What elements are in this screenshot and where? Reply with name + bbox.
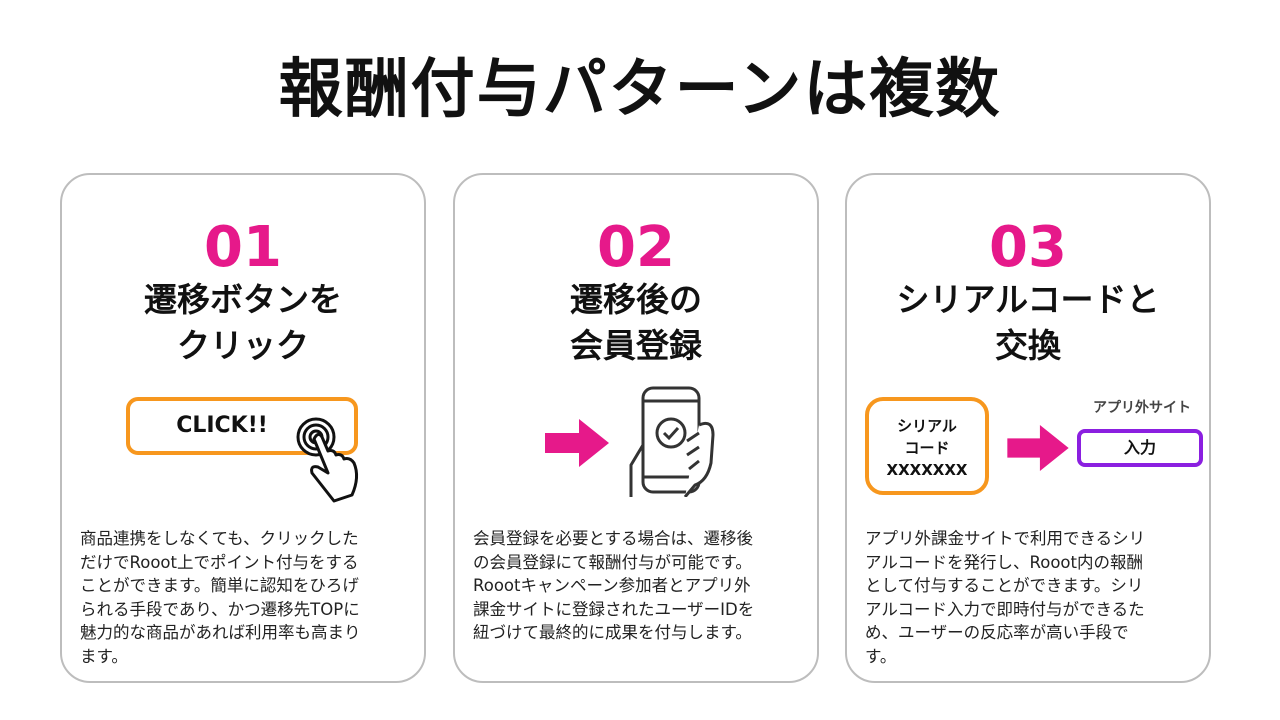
- text-line: 魅力的な商品があれば利用率も高まり: [80, 623, 361, 642]
- page-title: 報酬付与パターンは複数: [278, 53, 1002, 127]
- text-line: の会員登録にて報酬付与が可能です。: [473, 552, 752, 572]
- card-click-button: 01 遷移ボタンを クリック CLICK!! 商品連携をしなくても、クリックした…: [60, 173, 426, 683]
- arrow-right-icon: [1007, 425, 1069, 471]
- text-line: 商品連携をしなくても、クリックした: [80, 529, 359, 548]
- heading-line: 交換: [995, 326, 1061, 365]
- serial-line: コード: [904, 439, 950, 457]
- card-serial-code: 03 シリアルコードと 交換 シリアル コード XXXXXXX アプリ外サイト …: [845, 173, 1211, 683]
- heading-line: 会員登録: [570, 326, 702, 365]
- click-button-illustration: CLICK!!: [126, 397, 358, 455]
- serial-code-value: XXXXXXX: [886, 461, 968, 479]
- click-label: CLICK!!: [176, 413, 268, 438]
- card-number: 03: [989, 215, 1067, 280]
- card-heading: 遷移後の 会員登録: [455, 277, 817, 369]
- serial-code-box: シリアル コード XXXXXXX: [865, 397, 989, 495]
- heading-line: クリック: [177, 326, 309, 365]
- text-line: ます。: [80, 646, 128, 666]
- text-line: め、ユーザーの反応率が高い手段で: [865, 623, 1129, 642]
- text-line: ことができます。簡単に認知をひろげ: [80, 576, 359, 595]
- text-line: 会員登録を必要とする場合は、遷移後: [473, 529, 754, 548]
- card-number: 02: [597, 215, 675, 280]
- card-description: 会員登録を必要とする場合は、遷移後 の会員登録にて報酬付与が可能です。 Rooo…: [473, 527, 803, 645]
- heading-line: 遷移後の: [570, 280, 702, 319]
- card-heading: シリアルコードと 交換: [847, 277, 1209, 369]
- arrow-right-icon: [545, 419, 609, 467]
- heading-line: 遷移ボタンを: [144, 280, 342, 319]
- text-line: だけでRooot上でポイント付与をする: [80, 552, 359, 572]
- text-line: として付与することができます。シリ: [865, 576, 1144, 595]
- card-number: 01: [204, 215, 282, 280]
- text-line: アルコードを発行し、Rooot内の報酬: [865, 552, 1143, 572]
- heading-line: シリアルコードと: [896, 280, 1160, 319]
- text-line: 紐づけて最終的に成果を付与します。: [473, 623, 752, 642]
- card-description: 商品連携をしなくても、クリックした だけでRooot上でポイント付与をする こと…: [80, 527, 410, 668]
- phone-check-icon: [629, 386, 715, 497]
- card-heading: 遷移ボタンを クリック: [62, 277, 424, 369]
- text-line: す。: [865, 646, 897, 666]
- hand-tap-icon: [296, 417, 359, 503]
- text-line: 課金サイトに登録されたユーザーIDを: [473, 599, 755, 619]
- text-line: Roootキャンペーン参加者とアプリ外: [473, 576, 751, 595]
- input-box-illustration: 入力: [1077, 429, 1203, 467]
- serial-line: シリアル: [897, 417, 957, 435]
- card-description: アプリ外課金サイトで利用できるシリ アルコードを発行し、Rooot内の報酬 とし…: [865, 527, 1195, 668]
- text-line: アルコード入力で即時付与ができるた: [865, 599, 1145, 619]
- card-member-registration: 02 遷移後の 会員登録 会員登録を必要とする場合は、遷移後 の会員登録にて報酬…: [453, 173, 819, 683]
- outside-site-label: アプリ外サイト: [1093, 400, 1191, 416]
- text-line: られる手段であり、かつ遷移先TOPに: [80, 599, 360, 619]
- text-line: アプリ外課金サイトで利用できるシリ: [865, 529, 1146, 548]
